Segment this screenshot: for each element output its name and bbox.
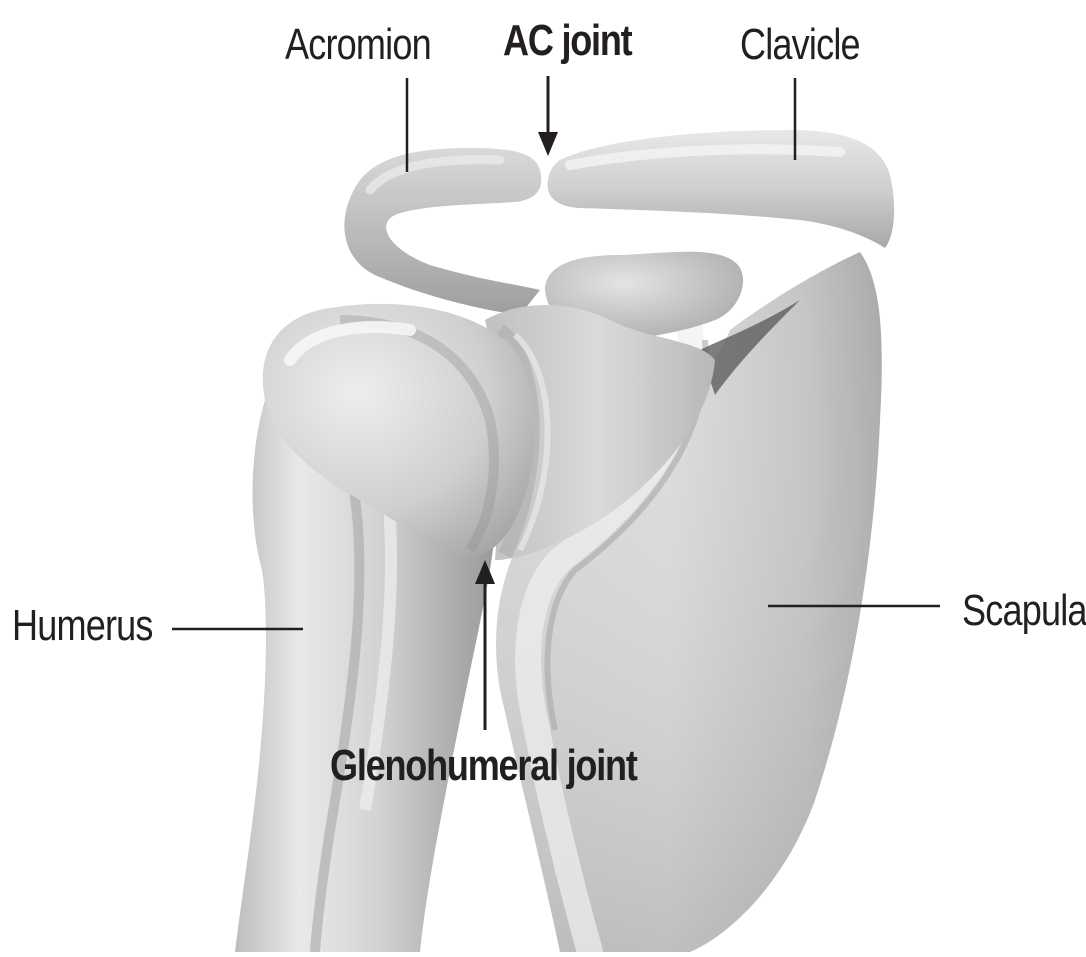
ac-joint-arrowhead <box>538 132 558 156</box>
acromion-label: Acromion <box>285 20 431 70</box>
clavicle-label: Clavicle <box>740 20 860 70</box>
humerus-label: Humerus <box>12 601 153 651</box>
glenohumeral-joint-label: Glenohumeral joint <box>330 741 637 791</box>
acromion-bone <box>344 148 541 315</box>
scapula-label: Scapula <box>962 586 1086 636</box>
ac-joint-label: AC joint <box>503 16 631 66</box>
